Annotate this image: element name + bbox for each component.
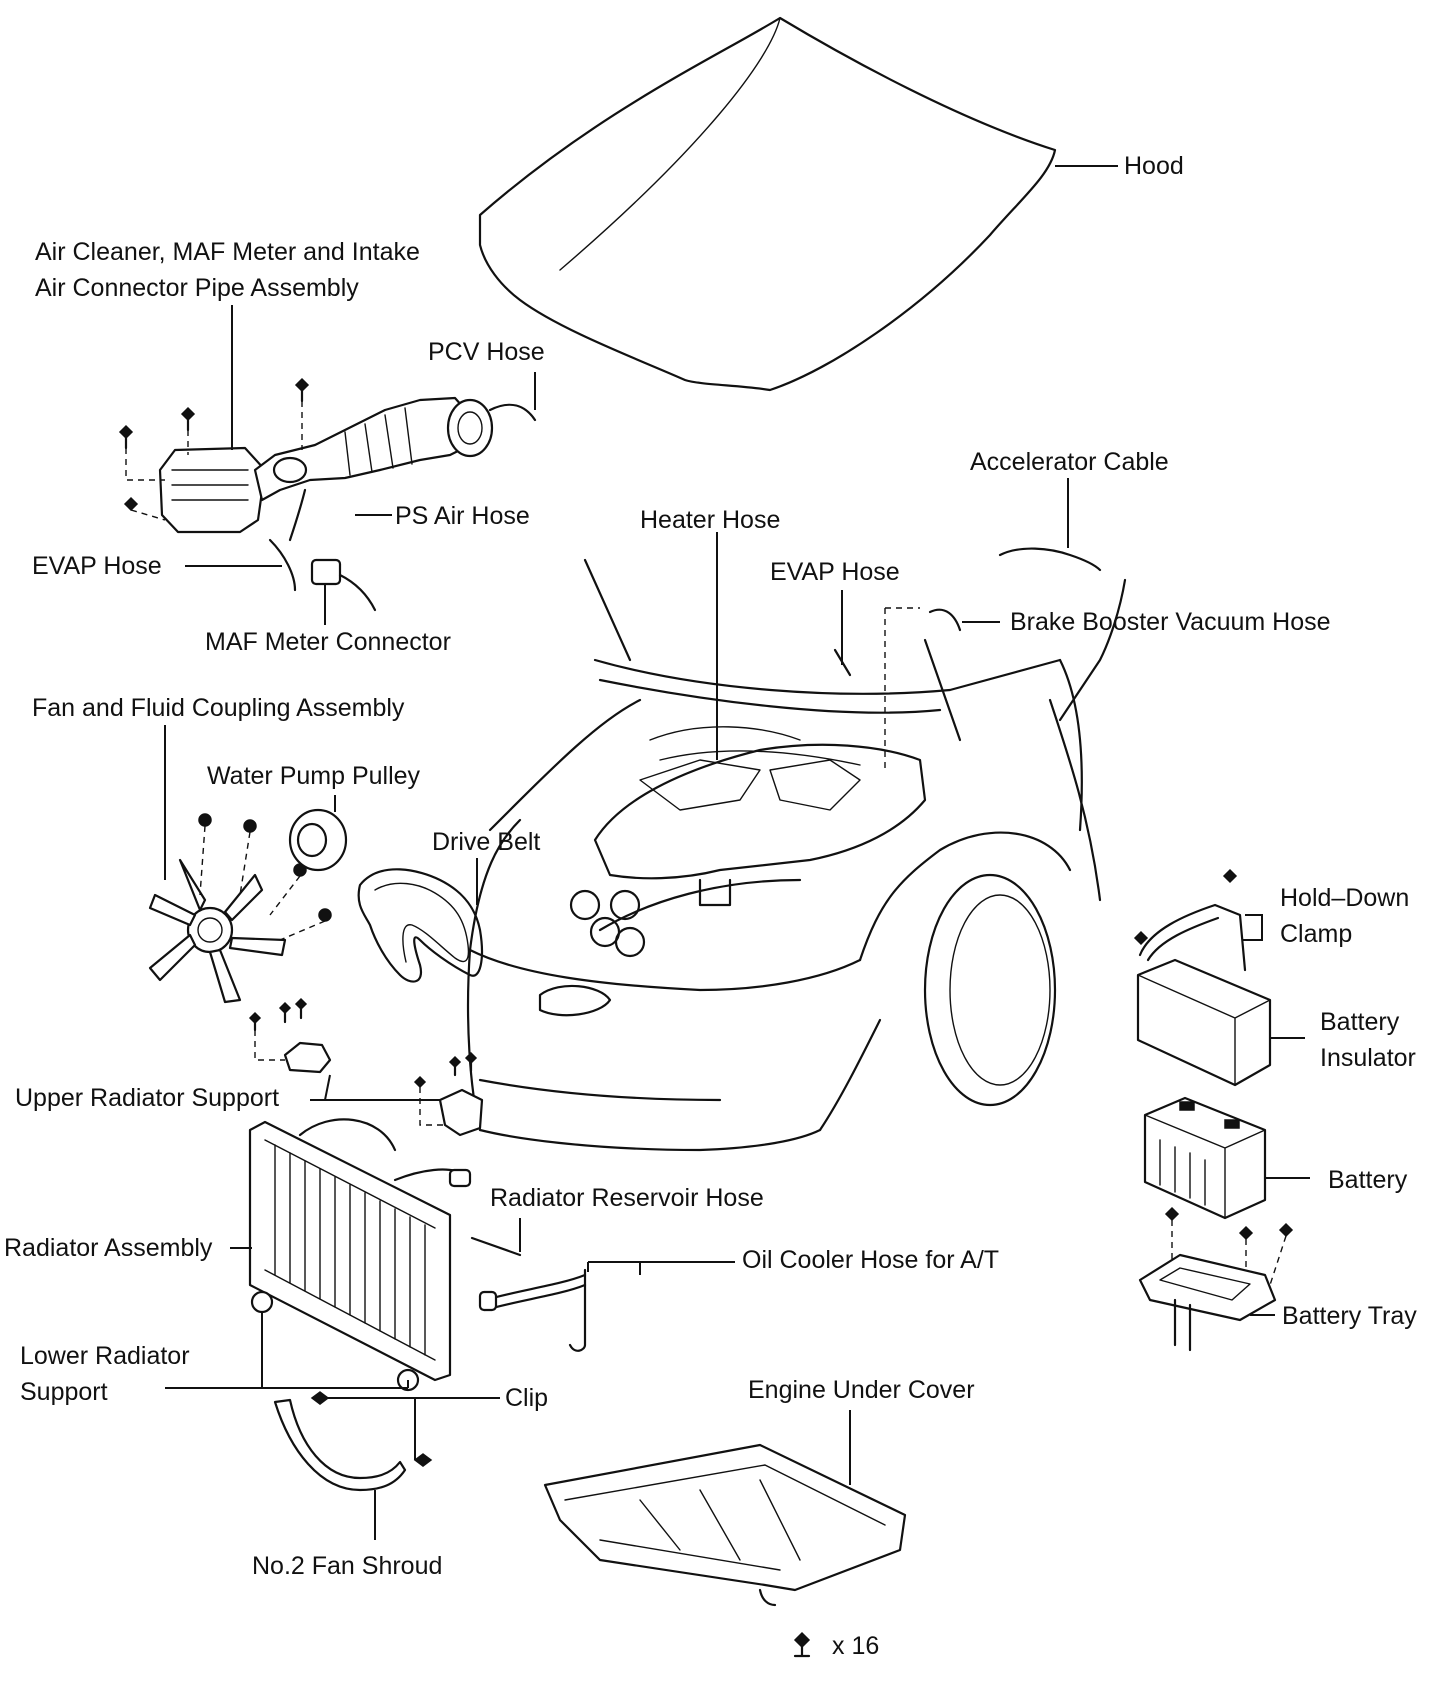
battery-tray-label: Battery Tray: [1282, 1302, 1417, 1330]
accelerator-cable-label: Accelerator Cable: [970, 448, 1169, 476]
hold-down-label-line1: Hold–Down: [1280, 884, 1410, 912]
battery-tray-dashes: [1171, 1220, 1287, 1286]
brake-booster-label: Brake Booster Vacuum Hose: [1010, 608, 1331, 636]
battery-insulator-drawing: [1136, 958, 1272, 1087]
battery-insulator-label-line1: Battery: [1320, 1008, 1400, 1036]
evap-hose-center-drawing: [833, 648, 852, 677]
upper-support-leader: [310, 1074, 440, 1101]
evap-hose-center-label: EVAP Hose: [770, 558, 900, 586]
pcv-hose-label: PCV Hose: [428, 338, 545, 366]
fan-shroud-label: No.2 Fan Shroud: [252, 1552, 443, 1580]
hood-drawing: [478, 16, 1057, 392]
air-cleaner-dashes: [125, 401, 303, 521]
battery-label: Battery: [1328, 1166, 1408, 1194]
clip-icon: [793, 1631, 811, 1658]
water-pump-pulley-drawing: [288, 808, 348, 872]
reservoir-hose-label: Radiator Reservoir Hose: [490, 1184, 764, 1212]
fan-drawing: [148, 858, 287, 1004]
bolt-icon: [248, 997, 478, 1089]
engine-under-cover-label: Engine Under Cover: [748, 1376, 975, 1404]
hold-down-clamp-drawing: [1133, 868, 1247, 972]
lower-support-leader: [165, 1312, 409, 1389]
clip-label: Clip: [505, 1384, 549, 1412]
lower-support-label-line1: Lower Radiator: [20, 1342, 190, 1370]
clip-count-label: x 16: [832, 1632, 880, 1660]
brake-booster-drawing: [928, 608, 962, 632]
upper-support-label: Upper Radiator Support: [15, 1084, 280, 1112]
evap-hose-left-drawing: [268, 538, 297, 592]
maf-connector-label: MAF Meter Connector: [205, 628, 451, 656]
battery-insulator-label-line2: Insulator: [1320, 1044, 1416, 1072]
car-body-drawing: [466, 558, 1127, 1152]
reservoir-hose-drawing: [470, 1236, 522, 1257]
heater-hose-label: Heater Hose: [640, 506, 781, 534]
oil-cooler-label: Oil Cooler Hose for A/T: [742, 1246, 1000, 1274]
fan-dashes: [199, 825, 326, 941]
oil-cooler-leader: [587, 1261, 735, 1275]
hold-down-leader: [1242, 914, 1263, 941]
fan-shroud-drawing: [273, 1398, 407, 1492]
clip-leader: [320, 1397, 500, 1460]
bolt-icon: [198, 813, 332, 922]
accelerator-cable-drawing: [998, 547, 1102, 572]
radiator-drawing: [248, 1118, 472, 1382]
fan-label: Fan and Fluid Coupling Assembly: [32, 694, 405, 722]
oil-cooler-hose-drawing: [478, 1268, 587, 1352]
evap-hose-left-label: EVAP Hose: [32, 552, 162, 580]
battery-drawing: [1143, 1096, 1267, 1220]
clip-icon: [310, 1391, 433, 1467]
bolt-icon: [1164, 1206, 1294, 1241]
air-cleaner-label-line1: Air Cleaner, MAF Meter and Intake: [35, 238, 420, 266]
ps-air-hose-label: PS Air Hose: [395, 502, 530, 530]
drive-belt-label: Drive Belt: [432, 828, 541, 856]
drive-belt-drawing: [357, 868, 484, 983]
upper-support-dashes: [254, 1030, 445, 1126]
battery-tray-drawing: [1138, 1253, 1277, 1352]
water-pump-label: Water Pump Pulley: [207, 762, 421, 790]
bolt-icon: [118, 377, 310, 512]
upper-support-drawing: [283, 1041, 484, 1137]
radiator-label: Radiator Assembly: [4, 1234, 213, 1262]
air-cleaner-drawing: [158, 396, 537, 542]
hold-down-label-line2: Clamp: [1280, 920, 1353, 948]
lower-support-label-line2: Support: [20, 1378, 108, 1406]
engine-under-cover-drawing: [543, 1443, 907, 1607]
maf-connector-drawing: [310, 558, 377, 612]
drive-belt-inner: [374, 882, 470, 963]
air-cleaner-label-line2: Air Connector Pipe Assembly: [35, 274, 359, 302]
hood-label: Hood: [1124, 152, 1184, 180]
